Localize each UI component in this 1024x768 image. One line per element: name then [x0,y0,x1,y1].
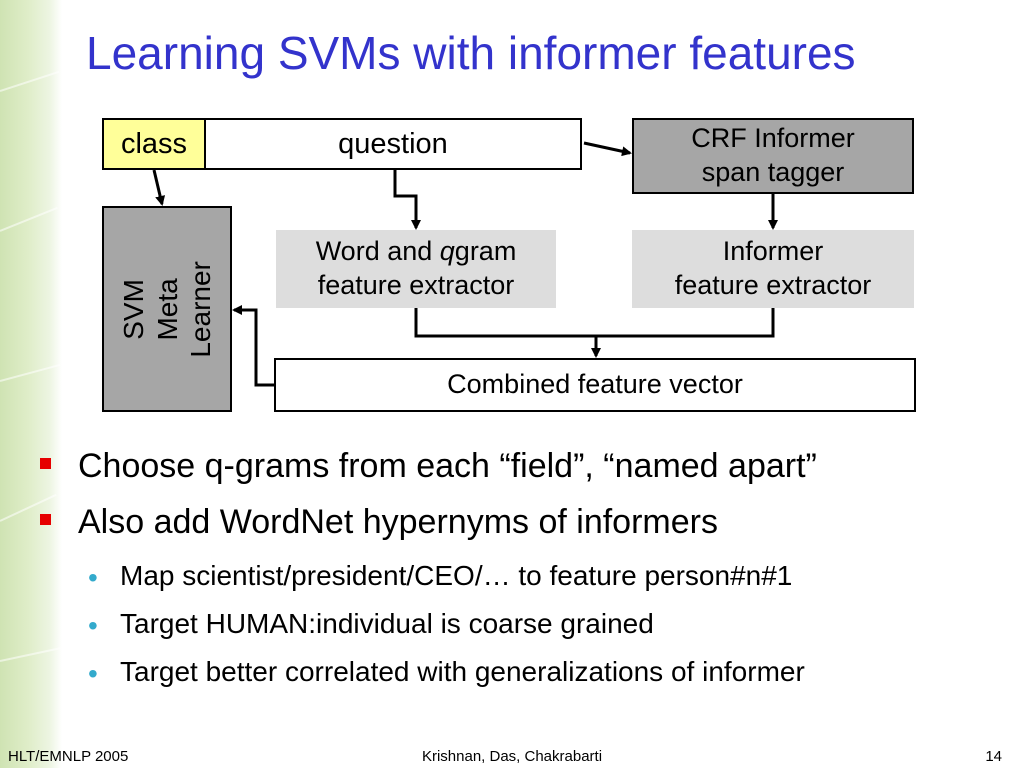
word-label-a: Word and [315,236,440,267]
question-box: question [206,118,582,170]
arrow-question-to-crf [583,141,632,157]
sub-bullet-item: • Target HUMAN:individual is coarse grai… [40,604,1010,652]
bullet-item: Choose q-grams from each “field”, “named… [40,444,1010,500]
bullet-item: Also add WordNet hypernyms of informers [40,500,1010,556]
footer-page-number: 14 [985,748,1002,765]
svm-label-line2: Meta [151,277,183,341]
word-label-b: gram [454,236,517,267]
informer-extractor-box: Informer feature extractor [632,230,914,308]
arrow-class-to-svm [152,169,166,206]
sub-bullet-text: Map scientist/president/CEO/… to feature… [120,560,793,591]
bullet-text: Also add WordNet hypernyms of informers [78,503,718,541]
bullet-dot-icon: • [88,658,98,689]
svm-label-line3: Learner [184,260,216,358]
bullet-text: Choose q-grams from each “field”, “named… [78,447,817,485]
question-label: question [338,127,448,160]
svm-label: SVM Meta Learner [117,261,218,358]
leaf-vein [0,70,60,92]
crf-label-line2: span tagger [701,157,845,187]
footer-authors: Krishnan, Das, Chakrabarti [421,748,603,765]
crf-informer-tagger-box: CRF Informer span tagger [632,118,914,194]
crf-label-line1: CRF Informer [691,123,855,154]
bullet-dot-icon: • [88,562,98,593]
bullet-square-icon [40,458,51,469]
sub-bullet-text: Target HUMAN:individual is coarse graine… [120,608,654,639]
background-leaf-strip [0,0,62,768]
sub-bullet-item: • Map scientist/president/CEO/… to featu… [40,556,1010,604]
word-qgram-extractor-box: Word and qgram feature extractor [276,230,556,308]
leaf-vein [0,206,58,232]
sub-bullet-item: • Target better correlated with generali… [40,652,1010,700]
word-label-line1: Word and qgram [316,235,517,269]
word-label-line2: feature extractor [317,270,515,300]
svm-meta-learner-box: SVM Meta Learner [102,206,232,412]
combined-feature-vector-box: Combined feature vector [274,358,916,412]
arrow-combined-to-svm [232,305,274,387]
informer-label-line2: feature extractor [674,270,872,300]
informer-label-line1: Informer [722,236,824,267]
combined-label: Combined feature vector [447,369,743,400]
connector-word-to-combined [414,308,775,338]
leaf-vein [0,363,61,382]
bullet-dot-icon: • [88,610,98,641]
sub-bullet-text: Target better correlated with generaliza… [120,656,805,687]
class-box: class [102,118,206,170]
class-label: class [120,127,188,160]
bullet-square-icon [40,514,51,525]
arrow-question-to-word [393,170,421,230]
bullet-list: Choose q-grams from each “field”, “named… [40,444,1010,700]
footer-conference: HLT/EMNLP 2005 [8,748,129,765]
svm-label-line1: SVM [117,278,149,340]
word-label-q: q [439,236,455,267]
slide-title: Learning SVMs with informer features [86,27,856,79]
